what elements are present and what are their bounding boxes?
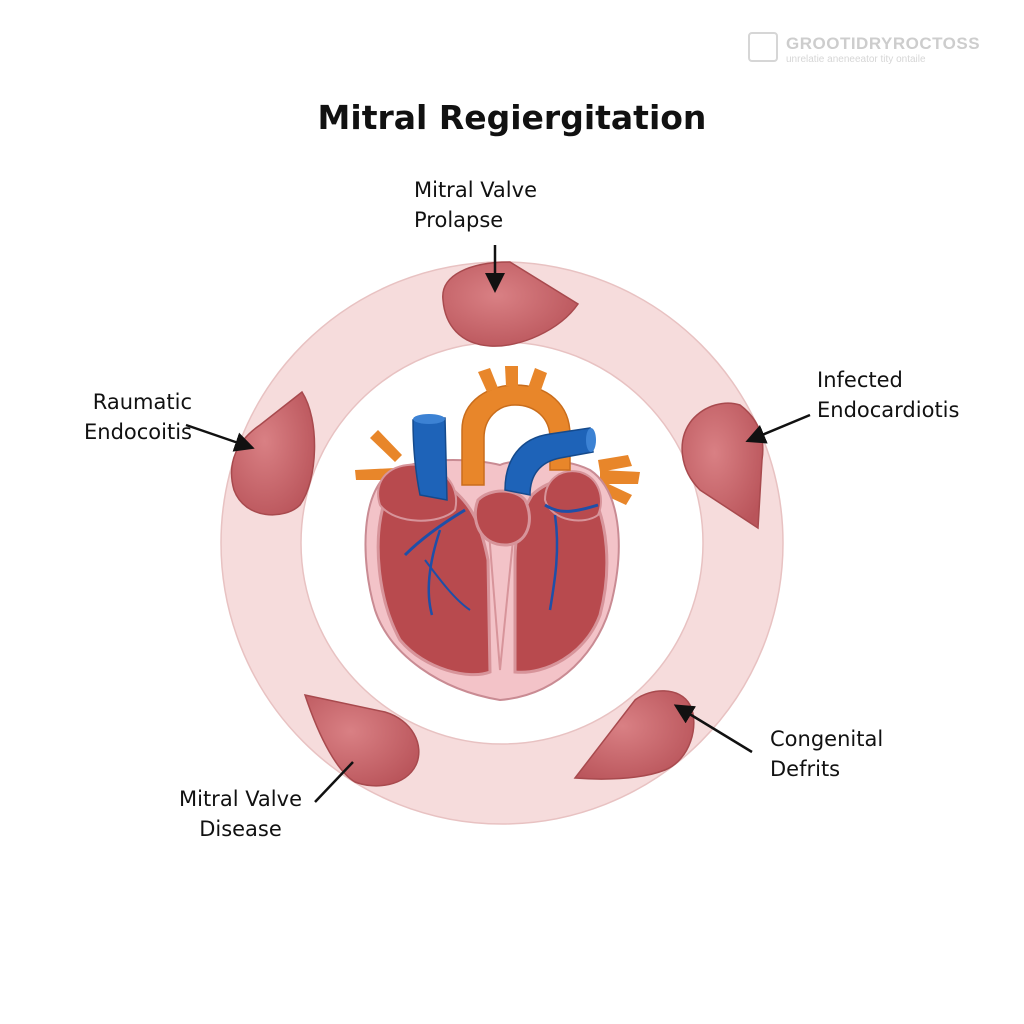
- left-atrium: [543, 470, 602, 522]
- cause-label-right: Infected Endocardiotis: [817, 368, 960, 422]
- cause-label-bottom-left: Mitral Valve Disease: [179, 787, 302, 841]
- aortic-root: [473, 489, 531, 547]
- arrow-right: [745, 413, 811, 444]
- pulmonary-branch-right: [600, 470, 640, 484]
- cause-label-bottom-right: Congenital Defrits: [770, 727, 884, 781]
- aortic-branch-1: [478, 368, 498, 392]
- arrow-bottom-left: [314, 761, 354, 803]
- vena-cava: [412, 417, 448, 501]
- leaflet-top: [442, 261, 580, 347]
- arrow-bottom-right: [673, 704, 753, 754]
- aortic-branch-3: [528, 368, 547, 393]
- heart-illustration: [355, 366, 640, 702]
- leaflet-bottom-left: [303, 693, 420, 787]
- cause-label-left: Raumatic Endocoitis: [84, 390, 192, 444]
- watermark-logo: GROOTIDRYROCTOSS unrelatie aneneeator ti…: [748, 32, 1018, 68]
- diagram-title: Mitral Regiergitation: [317, 98, 707, 137]
- aortic-branch-2: [505, 366, 518, 386]
- leaflet-bottom-right: [573, 690, 695, 780]
- watermark-tagline: unrelatie aneneeator tity ontaile: [786, 54, 926, 65]
- watermark-name: GROOTIDRYROCTOSS: [786, 34, 981, 53]
- pulmonary-artery: [504, 427, 594, 496]
- cause-label-top: Mitral Valve Prolapse: [414, 178, 537, 232]
- watermark-icon: [748, 32, 778, 62]
- arrow-left: [185, 423, 255, 452]
